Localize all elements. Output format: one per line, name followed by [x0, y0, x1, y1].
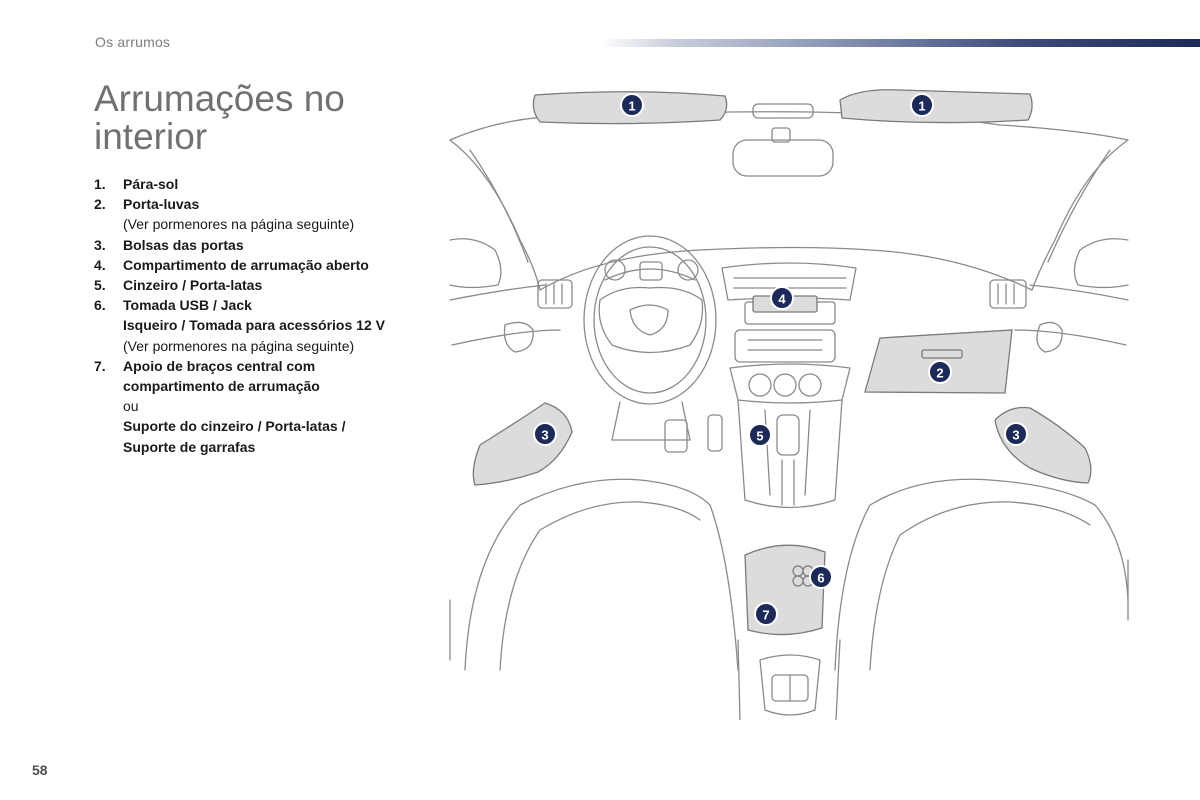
item-text: Suporte do cinzeiro / Porta-latas /: [123, 418, 346, 435]
sunvisor-right: [839, 89, 1033, 124]
item-text: Bolsas das portas: [123, 236, 244, 253]
item-text: Tomada USB / Jack: [123, 297, 252, 314]
callout-2-label: 2: [936, 366, 943, 381]
list-item: 4. Compartimento de arrumação aberto: [94, 255, 454, 275]
rear-view-mirror: [732, 139, 834, 177]
side-vent-left: [537, 279, 573, 309]
glovebox-handle: [921, 349, 963, 359]
passenger-seat: [834, 478, 1129, 671]
car-interior-illustration: 1 1 2 3 3 4 5 6 7: [449, 89, 1129, 720]
callout-3-right-label: 3: [1012, 428, 1019, 443]
callout-1-left-label: 1: [628, 99, 635, 114]
item-text: Compartimento de arrumação aberto: [123, 256, 369, 273]
side-mirror-left-icon: [449, 238, 502, 289]
list-item: 6. Tomada USB / Jack Isqueiro / Tomada p…: [94, 295, 454, 356]
header-gradient-bar: [600, 39, 1200, 47]
callout-5: [748, 423, 772, 447]
callout-1-left: [620, 93, 644, 117]
driver-seat: [464, 478, 739, 671]
callout-7: [754, 602, 778, 626]
list-item: 7. Apoio de braços central com compartim…: [94, 356, 454, 457]
item-text: Isqueiro / Tomada para acessórios 12 V: [123, 317, 385, 334]
door-pocket-right: [994, 406, 1092, 484]
list-item: 3. Bolsas das portas: [94, 235, 454, 255]
item-text: Suporte de garrafas: [123, 438, 256, 455]
item-note: ou: [123, 398, 139, 415]
item-number: 6.: [94, 297, 106, 314]
item-number: 1.: [94, 176, 106, 192]
steering-wheel: [583, 235, 717, 405]
page-number: 58: [32, 762, 48, 778]
item-number: 2.: [94, 196, 106, 213]
item-number: 4.: [94, 256, 106, 273]
item-text: Apoio de braços central com: [123, 357, 316, 374]
callout-7-label: 7: [762, 608, 769, 623]
callout-1-right: [910, 93, 934, 117]
callout-2: [928, 360, 952, 384]
callout-6: [809, 565, 833, 589]
list-item: 2. Porta-luvas (Ver pormenores na página…: [94, 194, 454, 234]
callout-1-right-label: 1: [918, 99, 925, 114]
section-header: Os arrumos: [95, 34, 171, 50]
item-text: Cinzeiro / Porta-latas: [123, 277, 263, 294]
callout-6-label: 6: [817, 571, 824, 586]
callout-3-left-label: 3: [541, 428, 548, 443]
storage-item-list: 1. Pára-sol 2. Porta-luvas (Ver pormenor…: [94, 174, 454, 457]
callout-3-right: [1004, 422, 1028, 446]
page-title-line-1: Arrumações no: [94, 78, 345, 119]
callout-5-label: 5: [756, 429, 763, 444]
callout-4: [770, 286, 794, 310]
item-note: (Ver pormenores na página seguinte): [123, 216, 355, 233]
callout-3-left: [533, 422, 557, 446]
side-vent-right: [989, 279, 1027, 309]
list-item: 5. Cinzeiro / Porta-latas: [94, 275, 454, 295]
door-pocket-left: [472, 402, 573, 486]
item-number: 7.: [94, 357, 106, 374]
item-number: 3.: [94, 236, 106, 253]
callout-4-label: 4: [778, 292, 786, 307]
list-item: 1. Pára-sol: [94, 174, 454, 194]
dashboard-top: [539, 246, 1033, 291]
item-text: Pára-sol: [123, 176, 179, 192]
page-title: Arrumações no interior: [94, 80, 434, 156]
item-number: 5.: [94, 277, 106, 294]
item-text: compartimento de arrumação: [123, 378, 320, 395]
item-text: Porta-luvas: [123, 196, 200, 213]
item-note: (Ver pormenores na página seguinte): [123, 337, 355, 354]
page-title-line-2: interior: [94, 116, 208, 157]
